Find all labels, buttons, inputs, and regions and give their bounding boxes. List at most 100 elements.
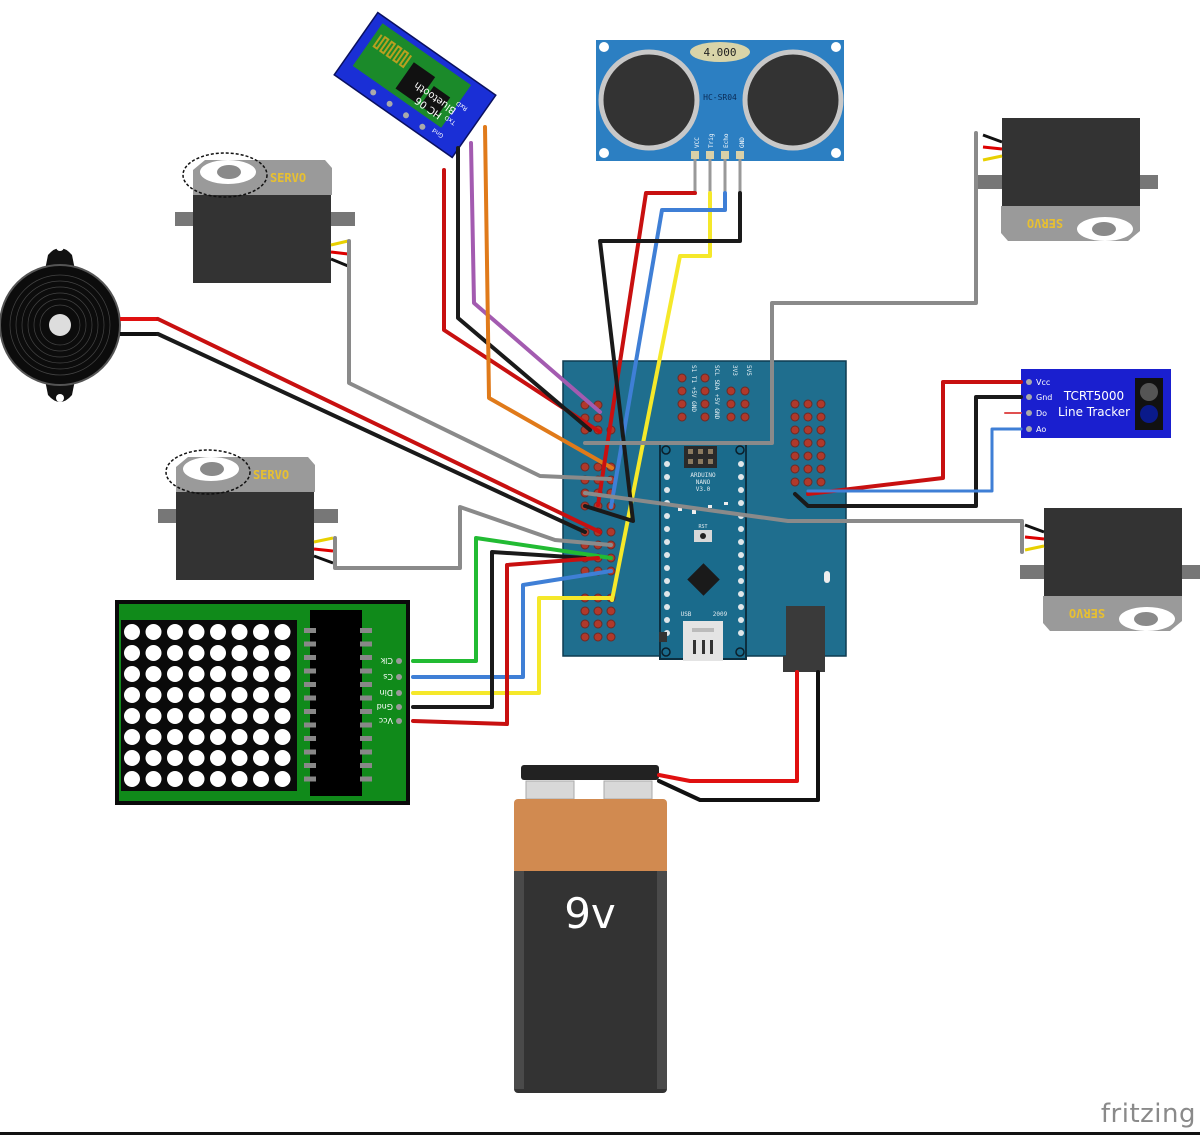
led-rx [692, 510, 696, 514]
ultrasonic-display: 4.000 [703, 46, 736, 59]
wire-buzzer-pos[interactable] [156, 317, 602, 534]
wire-matrix-vcc[interactable] [411, 556, 600, 726]
ic-pin [304, 709, 316, 714]
servo-label-1: SERVO [270, 171, 306, 185]
servo-middle-right[interactable]: SERVO [1020, 508, 1200, 631]
led-dot [188, 666, 205, 682]
ultrasonic-sensor[interactable]: 4.000 HC-SR04 VCC Trig Echo GND [596, 40, 844, 195]
led-dot [145, 645, 162, 661]
led-dot [253, 771, 269, 787]
led-dot [274, 708, 291, 724]
led-dot [188, 645, 205, 661]
servo-top-left[interactable]: SERVO [175, 152, 355, 283]
led-dot [188, 708, 205, 724]
led-matrix-module[interactable]: Clk Cs Din Gnd Vcc [115, 600, 410, 805]
nano-side-chip [659, 632, 667, 642]
led-dot [231, 645, 248, 661]
led-dot [274, 771, 291, 787]
led-dot [124, 708, 140, 724]
servo-top-right[interactable]: SERVO [978, 118, 1158, 241]
ic-pin [304, 655, 316, 660]
ic-pin [360, 763, 372, 768]
wire-bt-txd[interactable] [469, 141, 602, 414]
led-dot [167, 645, 183, 661]
led-dot [188, 624, 205, 640]
led-dot [253, 729, 269, 745]
led-dot [253, 687, 269, 703]
wire-us-vcc[interactable] [596, 191, 697, 507]
ic-pin [304, 722, 316, 728]
wire-us-gnd[interactable] [583, 191, 742, 523]
battery-label: 9v [564, 889, 616, 938]
wire-servo1-signal[interactable] [347, 239, 612, 481]
wire-servo4-signal[interactable] [583, 491, 1024, 554]
battery-9v[interactable]: 9v [514, 765, 667, 1093]
led-dot [145, 750, 162, 766]
wire-battery-neg[interactable] [657, 670, 820, 802]
led-dot [253, 666, 269, 682]
ic-pin [304, 641, 316, 647]
led-dot [167, 771, 183, 787]
arduino-nano[interactable]: ARDUINO NANO V3.0 RST USB 2009 [659, 442, 747, 661]
header-label-4: 5V5 [745, 365, 752, 376]
bottom-divider [0, 1132, 1200, 1135]
ic-pin [304, 736, 316, 741]
microcontroller-chip [687, 563, 720, 596]
led-dot [167, 666, 183, 682]
led-dot [253, 645, 269, 661]
wire-us-echo[interactable] [609, 191, 727, 509]
reset-label: RST [698, 524, 707, 530]
matrix-pin-gnd: Gnd [377, 702, 393, 711]
nano-version: V3.0 [696, 486, 711, 493]
servo-middle-left[interactable]: SERVO [158, 449, 338, 580]
ultrasonic-model: HC-SR04 [703, 93, 737, 102]
led-dot [210, 624, 226, 640]
led-dot [274, 624, 291, 640]
ic-pin [360, 655, 372, 660]
arduino-shield[interactable]: S1 T1 +5V GND SCL SDA +5V GND 3V3 5V5 [562, 360, 847, 672]
led-dot [124, 666, 140, 682]
led-dot [188, 771, 205, 787]
nano-model: NANO [696, 479, 711, 486]
matrix-pin-vcc: Vcc [379, 716, 393, 725]
wire-matrix-cs[interactable] [411, 569, 613, 679]
led-dot [167, 687, 183, 703]
wire-tracker-gnd[interactable] [793, 395, 1023, 508]
header-label-1: S1 T1 +5V GND [690, 365, 697, 412]
ic-pin [304, 628, 316, 633]
usb-port[interactable] [683, 621, 723, 661]
led-dot [124, 687, 140, 703]
us-pin-trig: Trig [708, 133, 715, 148]
transducer-left [598, 49, 700, 151]
wire-bt-vcc[interactable] [442, 168, 602, 434]
wire-battery-pos[interactable] [657, 670, 799, 783]
tracker-title: TCRT5000 [1063, 389, 1124, 403]
wire-bt-rxd[interactable] [483, 125, 614, 470]
wire-matrix-clk[interactable] [411, 536, 613, 663]
tracker-pin-vcc: Vcc [1036, 378, 1050, 387]
wire-servo2-signal[interactable] [333, 505, 613, 570]
wire-tracker-vcc[interactable] [806, 380, 1023, 496]
wire-matrix-gnd[interactable] [411, 550, 587, 709]
bluetooth-module[interactable]: Bluetooth HC 06 [333, 11, 497, 159]
piezo-buzzer[interactable] [0, 243, 158, 402]
led-dot [274, 729, 291, 745]
servo-label-2: SERVO [253, 468, 289, 482]
ic-pin [360, 695, 372, 701]
wire-matrix-din[interactable] [411, 596, 613, 695]
analog-header [790, 399, 826, 487]
tracker-pin-do: Do [1036, 409, 1047, 418]
wire-us-trig[interactable] [610, 191, 712, 602]
led-dot [231, 729, 248, 745]
wire-bt-gnd[interactable] [456, 146, 592, 432]
power-jack[interactable] [783, 606, 825, 672]
us-pin-vcc: VCC [694, 137, 701, 148]
buzzer-center [49, 314, 71, 336]
led-dot [210, 771, 226, 787]
wire-buzzer-neg[interactable] [156, 332, 587, 534]
nano-pins-left [664, 461, 670, 636]
wire-servo3-signal[interactable] [583, 131, 978, 445]
wire-tracker-ao[interactable] [806, 427, 1023, 493]
led-dot [274, 645, 291, 661]
line-tracker[interactable]: TCRT5000 Line Tracker Vcc Gnd Do Ao [1021, 369, 1171, 438]
